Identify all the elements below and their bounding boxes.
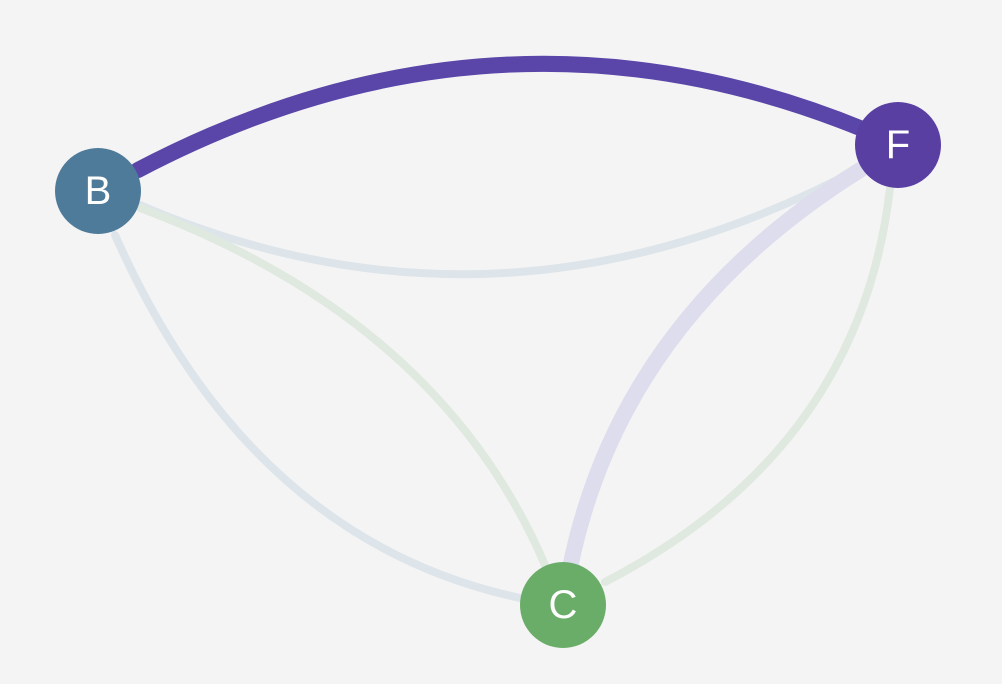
node-b[interactable]: B <box>55 148 141 234</box>
node-c-circle[interactable] <box>520 562 606 648</box>
node-b-label: B <box>85 169 112 213</box>
node-b-circle[interactable] <box>55 148 141 234</box>
edge-b-f-strong <box>130 55 873 178</box>
edge-b-c-inner <box>136 204 549 569</box>
edge-b-f-faint <box>136 164 864 279</box>
edge-f-c-outer <box>601 184 894 586</box>
edges-layer <box>111 55 894 602</box>
node-f-label: F <box>886 123 910 167</box>
node-f-circle[interactable] <box>855 102 941 188</box>
node-c-label: C <box>549 583 578 627</box>
node-c[interactable]: C <box>520 562 606 648</box>
edge-f-c-medium <box>562 162 868 576</box>
nodes-layer: B F C <box>55 102 941 648</box>
node-f[interactable]: F <box>855 102 941 188</box>
edge-b-c-outer <box>111 231 524 602</box>
